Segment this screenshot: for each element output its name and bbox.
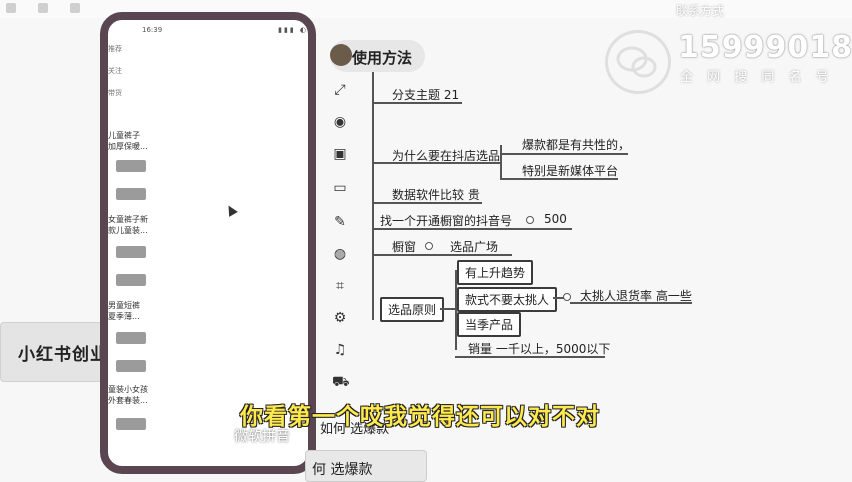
mindmap-node-picky-note[interactable]: 太挑人退货率 高一些 bbox=[580, 289, 692, 303]
camera-icon[interactable]: ◉ bbox=[333, 114, 347, 130]
phone-post-thumb[interactable] bbox=[116, 360, 146, 372]
mindmap-node-window-child[interactable]: 选品广场 bbox=[450, 240, 499, 254]
phone-post-thumb[interactable] bbox=[116, 274, 146, 286]
mindmap-edge bbox=[372, 102, 462, 104]
phone-post-thumb[interactable] bbox=[116, 188, 146, 200]
mindmap-node-principle-sales[interactable]: 销量 一千以上，5000以下 bbox=[468, 342, 611, 356]
settings-icon[interactable]: ⚙ bbox=[333, 310, 347, 326]
mindmap-node-why-child-2[interactable]: 特别是新媒体平台 bbox=[522, 164, 619, 178]
desktop-icon[interactable] bbox=[6, 3, 16, 13]
mindmap-edge bbox=[372, 162, 500, 164]
wechat-icon bbox=[605, 30, 671, 94]
phone-post-thumb[interactable] bbox=[116, 246, 146, 258]
left-project-card-label: 小红书创业 bbox=[18, 345, 108, 365]
headset-icon[interactable]: ♫ bbox=[333, 342, 347, 358]
phone-frame bbox=[100, 12, 316, 474]
phone-post-thumb[interactable] bbox=[116, 332, 146, 344]
crop-icon[interactable]: ⌗ bbox=[336, 278, 344, 294]
mindmap-collapse-dot[interactable] bbox=[425, 242, 433, 250]
mindmap-edge bbox=[570, 302, 692, 304]
paint-icon[interactable]: ◍ bbox=[333, 246, 347, 262]
bottom-node-fragment[interactable]: 如何 选爆款 bbox=[320, 422, 390, 437]
watermark-phone-number: 15999018 bbox=[678, 30, 852, 65]
expand-icon[interactable]: ⤢ bbox=[334, 82, 346, 98]
mindmap-node-find-value[interactable]: 500 bbox=[544, 212, 567, 226]
mindmap-node-why-child-1[interactable]: 爆款都是有共性的， bbox=[522, 138, 631, 152]
ime-indicator: 微软拼音 bbox=[234, 429, 290, 445]
video-subtitle: 你看第一个哎我觉得还可以对不对 bbox=[240, 404, 600, 430]
phone-status-time: 16:39 bbox=[142, 26, 163, 34]
desktop-icon[interactable] bbox=[70, 3, 80, 13]
phone-post-title[interactable]: 儿童裤子 加厚保暖... bbox=[108, 131, 148, 151]
mindmap-edge bbox=[440, 308, 456, 310]
mindmap-edge bbox=[500, 145, 502, 179]
mindmap-node-principle-trend[interactable]: 有上升趋势 bbox=[457, 260, 534, 285]
mindmap-node-software[interactable]: 数据软件比较 贵 bbox=[392, 188, 480, 202]
mindmap-trunk bbox=[372, 72, 374, 320]
mindmap-node-principle-season[interactable]: 当季产品 bbox=[457, 312, 522, 337]
watermark-subtitle: 全 网 搜 同 名 号 bbox=[680, 70, 834, 85]
mindmap-node-principle-style[interactable]: 款式不要太挑人 bbox=[457, 287, 558, 312]
mindmap-edge bbox=[372, 254, 512, 256]
phone-post-thumb[interactable] bbox=[116, 160, 146, 172]
watermark-top-text: 联系方式 bbox=[676, 4, 725, 18]
mindmap-edge bbox=[455, 270, 457, 350]
mindmap-edge bbox=[372, 228, 572, 230]
record-icon[interactable]: ▣ bbox=[333, 146, 347, 162]
phone-tab-goods[interactable]: 带货 bbox=[108, 89, 122, 97]
mindmap-collapse-dot[interactable] bbox=[526, 216, 534, 224]
mindmap-node-principle[interactable]: 选品原则 bbox=[380, 297, 445, 322]
signal-icon: ▮▮▮ ◐ bbox=[278, 26, 308, 34]
mindmap-node-window[interactable]: 橱窗 bbox=[392, 240, 417, 254]
mindmap-node-why[interactable]: 为什么要在抖店选品 bbox=[392, 149, 501, 163]
avatar bbox=[330, 44, 352, 66]
phone-post-thumb[interactable] bbox=[116, 418, 146, 430]
cart-icon[interactable]: ⛟ bbox=[332, 374, 350, 390]
mindmap-collapse-dot[interactable] bbox=[563, 293, 571, 301]
phone-tab-recommend[interactable]: 推荐 bbox=[108, 45, 122, 53]
phone-tab-follow[interactable]: 关注 bbox=[108, 67, 122, 75]
recording-toolbar: ⤢ ◉ ▣ ▭ ✎ ◍ ⌗ ⚙ ♫ ⛟ bbox=[326, 80, 356, 400]
screen-icon[interactable]: ▭ bbox=[333, 180, 347, 196]
mindmap-node-find-account[interactable]: 找一个开通橱窗的抖音号 bbox=[380, 214, 513, 228]
bottom-node-label: 何 选爆款 bbox=[312, 462, 373, 478]
phone-post-title[interactable]: 童装小女孩 外套春装... bbox=[108, 385, 148, 405]
mindmap-node-branch-21[interactable]: 分支主题 21 bbox=[392, 88, 460, 102]
mindmap-edge bbox=[500, 153, 628, 155]
phone-post-title[interactable]: 女童裤子新 款儿童装... bbox=[108, 215, 148, 235]
mindmap-edge bbox=[553, 297, 569, 299]
phone-status-bar: 16:39 ▮▮▮ ◐ bbox=[142, 26, 312, 36]
phone-sidebar: 推荐 关注 带货 儿童裤子 加厚保暖... 女童裤子新 款儿童装... 男童短裤… bbox=[108, 38, 148, 468]
mindmap-edge bbox=[372, 202, 482, 204]
desktop-icon[interactable] bbox=[38, 3, 48, 13]
mindmap-edge bbox=[455, 356, 605, 358]
brush-icon[interactable]: ✎ bbox=[334, 214, 346, 230]
mindmap-root-label: 使用方法 bbox=[352, 49, 413, 67]
phone-post-title[interactable]: 男童短裤 夏季薄... bbox=[108, 301, 140, 321]
mindmap-edge bbox=[500, 178, 618, 180]
